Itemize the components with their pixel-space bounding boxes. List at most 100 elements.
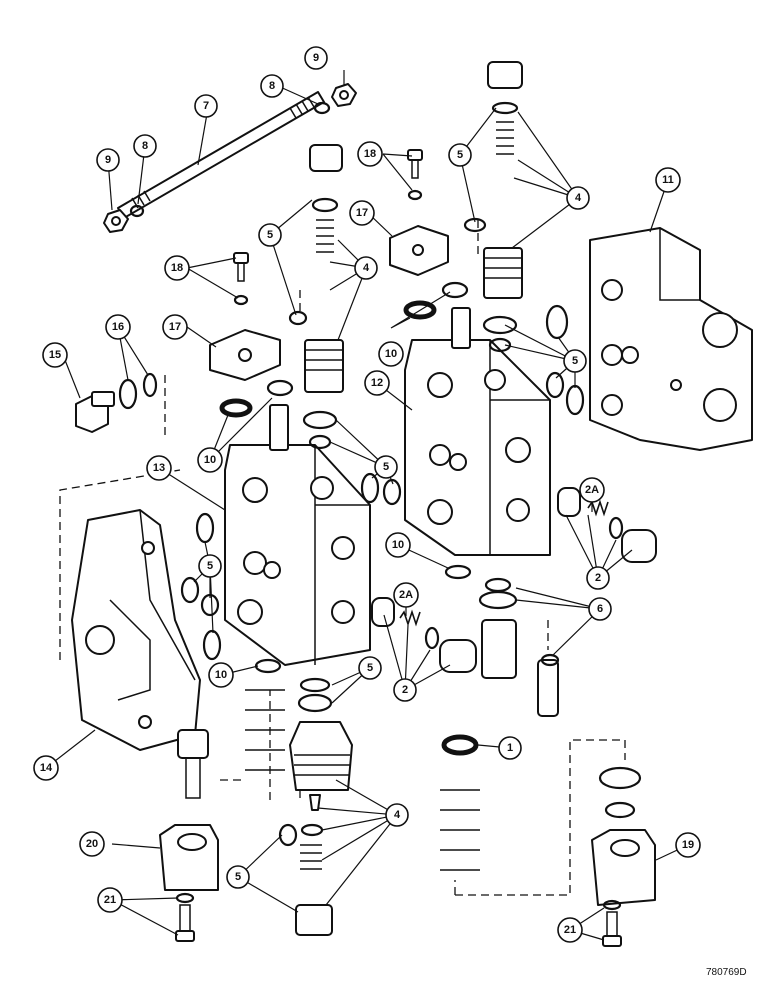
end-cover-left [71,509,201,751]
callout-2A-right: 2A [579,477,605,503]
lower-spring-stack-far-right [598,766,642,819]
callout-5-lower-middle-label: 5 [367,662,373,674]
callout-17-lower: 17 [162,314,188,340]
callout-21-right-label: 21 [564,924,576,936]
callout-21-left: 21 [97,887,123,913]
callout-4-lower: 4 [385,803,409,827]
inlet-plug [75,391,115,433]
callout-2-right: 2 [586,566,610,590]
callout-5-left-section: 5 [374,455,398,479]
relief-valve-lower [289,721,353,936]
callout-10-upper-left: 10 [197,447,223,473]
callout-7: 7 [194,94,218,118]
screw-21-right [602,899,622,947]
valve-section-left [224,404,371,666]
callout-5-left-cover-label: 5 [207,560,213,572]
callout-5-lower-middle: 5 [358,656,382,680]
callout-15-label: 15 [49,349,61,361]
callout-10-lower-label: 10 [215,669,227,681]
callout-2A-right-label: 2A [585,484,599,496]
callout-4-upper-right-label: 4 [575,192,582,204]
callout-12: 12 [364,370,390,396]
spool-right [557,487,657,563]
tie-rod-nut-lower [103,209,129,233]
callout-5-right-section-label: 5 [572,355,578,367]
callout-17-lower-label: 17 [169,321,181,333]
o-rings-16 [118,372,158,410]
callout-4-upper-right: 4 [566,186,590,210]
callout-6-label: 6 [597,603,603,615]
callout-5-upper-right-label: 5 [457,149,463,161]
callout-8-upper-label: 8 [269,80,275,92]
callout-11: 11 [655,167,681,193]
screw-18-right [407,149,423,201]
callout-12-label: 12 [371,377,383,389]
callout-14: 14 [33,755,59,781]
callout-5-upper-left-label: 5 [267,229,273,241]
callout-19: 19 [675,832,701,858]
callout-18-upper-label: 18 [364,148,376,160]
callout-10-upper-right: 10 [378,341,404,367]
valve-section-right [404,307,551,556]
callout-4-upper-left-label: 4 [363,262,370,274]
relief-valve-upper-left [304,144,344,393]
callout-21-right: 21 [557,917,583,943]
assembly-lines [59,220,626,896]
callout-8-lower: 8 [133,134,157,158]
callout-8-lower-label: 8 [142,140,148,152]
callout-18-upper: 18 [357,141,383,167]
callout-8-upper: 8 [260,74,284,98]
callout-2A-left: 2A [393,582,419,608]
callout-21-left-label: 21 [104,894,116,906]
callout-18-lower: 18 [164,255,190,281]
callout-4-upper-left: 4 [354,256,378,280]
callout-18-lower-label: 18 [171,262,183,274]
callout-4-lower-label: 4 [394,809,401,821]
callout-20-label: 20 [86,838,98,850]
relief-valve-upper-right [483,61,523,299]
callout-2-left: 2 [393,678,417,702]
spool-left [371,597,477,673]
lower-spring-stack-right [440,619,559,871]
callout-9-lower-label: 9 [105,154,111,166]
callout-16-label: 16 [112,321,124,333]
callout-2-left-label: 2 [402,684,408,696]
callout-15: 15 [42,342,68,368]
callout-13-label: 13 [153,462,165,474]
callout-20: 20 [79,831,105,857]
cap-20 [159,824,219,891]
bracket-17-right [389,225,449,276]
callout-5-left-cover: 5 [198,554,222,578]
callout-10-middle: 10 [385,532,411,558]
lock-washer-upper [313,101,331,115]
callout-9-upper-label: 9 [313,52,319,64]
callout-5-left-section-label: 5 [383,461,389,473]
callout-1-label: 1 [507,742,513,754]
callout-5-upper-right: 5 [448,143,472,167]
callout-11-label: 11 [662,174,674,186]
tie-rod-nut-upper [331,83,357,107]
callout-10-lower: 10 [208,662,234,688]
callout-17-upper-label: 17 [356,207,368,219]
lower-spring-stack-left [177,689,285,799]
callout-13: 13 [146,455,172,481]
lock-washer-lower [129,204,145,218]
cap-19 [591,829,656,906]
callout-14-label: 14 [40,762,53,774]
callout-5-right-section: 5 [563,349,587,373]
callout-10-upper-right-label: 10 [385,348,397,360]
callout-10-middle-label: 10 [392,539,404,551]
callout-2A-left-label: 2A [399,589,413,601]
callout-9-lower: 9 [96,148,120,172]
screw-18-left [233,252,249,306]
callout-19-label: 19 [682,839,694,851]
callout-17-upper: 17 [349,200,375,226]
bracket-17-left [209,329,281,381]
callout-5-upper-left: 5 [258,223,282,247]
callout-7-label: 7 [203,100,209,112]
end-cover-right [589,227,753,451]
drawing-reference-number: 780769D [706,967,747,978]
screw-21-left [175,892,195,942]
callout-5-lower: 5 [226,865,250,889]
